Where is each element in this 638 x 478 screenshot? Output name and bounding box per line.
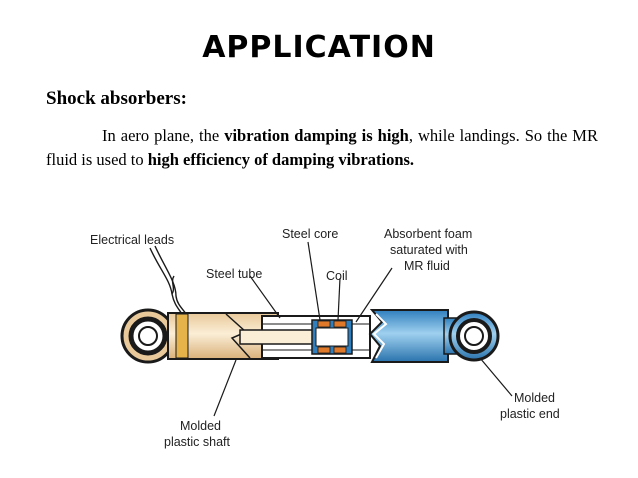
body-paragraph: In aero plane, the vibration damping is … [46,124,598,172]
para-bold-2: high efficiency of damping vibrations. [147,150,415,169]
para-bold-1: vibration damping is high [224,126,409,145]
label-foam-line-1: Absorbent foam [384,227,472,241]
electrical-leads-wire [149,245,187,315]
label-molded-shaft-line-1: Molded [180,419,221,433]
label-foam-line-2: saturated with [390,243,468,257]
para-text-1: In aero plane, the [102,126,225,145]
label-electrical-leads: Electrical leads [90,233,174,247]
coil [317,320,347,354]
label-molded-shaft-line-2: plastic shaft [164,435,231,449]
label-foam-line-3: MR fluid [404,259,450,273]
label-molded-end-line-1: Molded [514,391,555,405]
leader-lines [213,241,513,417]
section-heading: Shock absorbers: [46,88,187,109]
piston-rod [239,329,315,345]
shock-absorber-diagram: Electrical leads Steel core Absorbent fo… [90,227,560,449]
molded-plastic-end [368,309,449,363]
label-molded-end-line-2: plastic end [500,407,560,421]
label-steel-tube: Steel tube [206,267,262,281]
page-title: APPLICATION [202,30,436,65]
label-steel-core: Steel core [282,227,338,241]
label-coil: Coil [326,269,348,283]
right-eye-ring [443,310,500,362]
left-eye-ring [120,308,176,364]
para-text-2: , while landings. So the MR fluid is use… [46,126,598,169]
